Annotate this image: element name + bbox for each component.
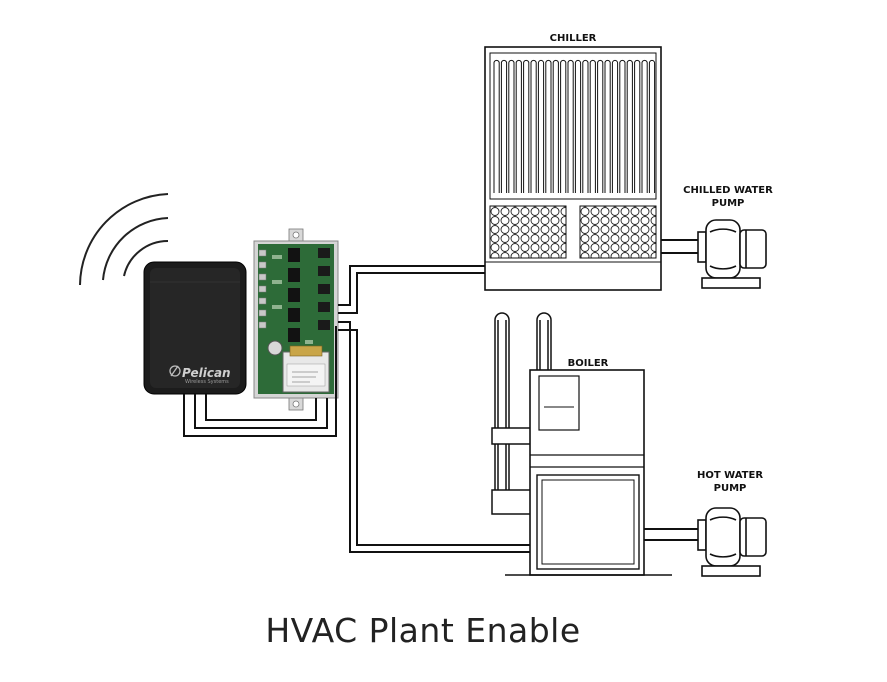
chiller-fin	[611, 59, 619, 193]
chiller-fin	[641, 59, 648, 193]
thermostat-brand-subtext: Wireless Systems	[185, 379, 229, 385]
chiller-fin	[626, 59, 633, 193]
chiller-fin	[619, 59, 626, 193]
chiller-fin	[530, 59, 537, 193]
pelican-logo-icon	[169, 365, 181, 377]
chilled-water-pump	[697, 219, 767, 289]
boiler-label: BOILER	[568, 358, 609, 369]
hot-water-pump-label-line2: PUMP	[714, 483, 747, 494]
hot-water-pump	[697, 507, 767, 577]
chiller-fin	[648, 59, 656, 193]
chiller-fin	[597, 59, 604, 193]
chiller	[484, 46, 662, 291]
chiller-fin	[604, 59, 611, 193]
chiller-fin	[545, 59, 552, 193]
chiller-fin	[500, 59, 508, 193]
chilled-water-pump-label-line1: CHILLED WATER	[683, 185, 773, 196]
chiller-fin	[560, 59, 567, 193]
relay-controller-board	[253, 228, 339, 411]
chiller-fin	[508, 59, 515, 193]
chiller-fin	[634, 59, 641, 193]
chiller-fin	[552, 59, 559, 193]
chiller-fin	[537, 59, 545, 193]
chilled-water-pump-label-line2: PUMP	[712, 198, 745, 209]
chiller-fin	[515, 59, 522, 193]
chiller-fin	[582, 59, 589, 193]
wiring	[183, 239, 698, 553]
wireless-signal-icon	[79, 193, 169, 286]
chiller-fin	[567, 59, 574, 193]
pelican-thermostat: Pelican Wireless Systems	[143, 261, 247, 395]
chiller-fin	[523, 59, 530, 193]
chiller-fin	[493, 59, 500, 193]
boiler	[491, 312, 672, 576]
chiller-fin	[589, 59, 596, 193]
chiller-label: CHILLER	[550, 33, 597, 44]
chiller-fins	[493, 59, 656, 193]
thermostat-brand-text: Pelican	[182, 366, 231, 380]
hot-water-pump-label-line1: HOT WATER	[697, 470, 763, 481]
diagram-title: HVAC Plant Enable	[265, 611, 580, 650]
chiller-fin	[574, 59, 582, 193]
